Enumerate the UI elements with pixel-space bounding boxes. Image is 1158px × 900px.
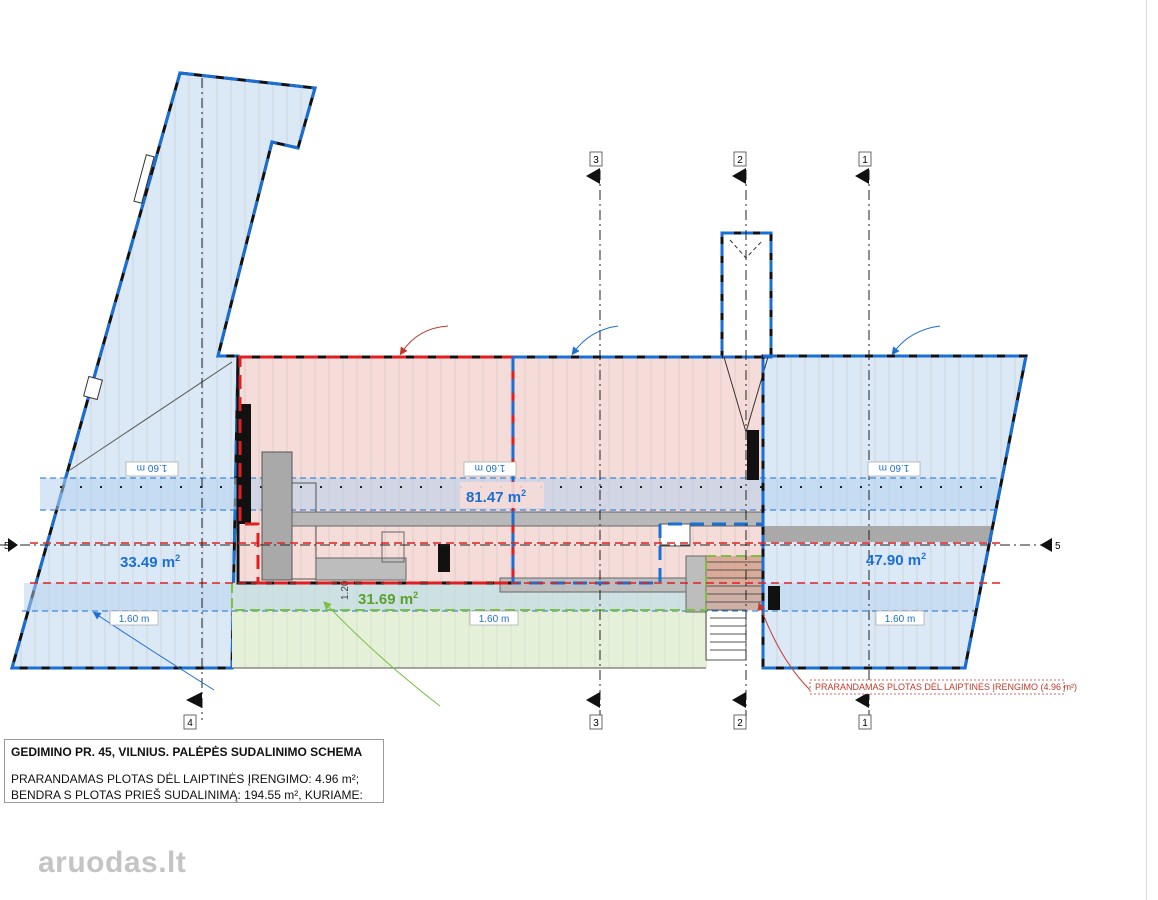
direction-arrows: [92, 325, 941, 707]
axis-top-3: 3: [593, 155, 599, 166]
zone-center-right: [513, 357, 763, 583]
dim-bottom-left: 1.60 m: [119, 614, 150, 625]
axis-top-1: 1: [862, 155, 868, 166]
axis-right-5: 5: [1055, 541, 1061, 552]
axis-labels: 3 2 1 4 3 2 1 5 5: [4, 151, 1061, 730]
axis-top-2: 2: [737, 155, 743, 166]
dim-top-left: 1.60 m: [137, 462, 168, 473]
watermark-logo: aruodas.lt: [38, 846, 187, 879]
dim-top-center: 1.60 m: [475, 462, 506, 473]
title-line-1: PRARANDAMAS PLOTAS DĖL LAIPTINĖS ĮRENGIM…: [11, 772, 360, 786]
zone-left-wing: [10, 71, 317, 670]
area-label-33: 33.49 m2: [120, 553, 180, 571]
title-line-2: BENDRA S PLOTAS PRIEŠ SUDALINIMĄ: 194.55…: [11, 788, 363, 802]
axis-bottom-3: 3: [593, 718, 599, 729]
section-axes: [0, 78, 1050, 720]
dim-top-right: 1.60 m: [879, 462, 910, 473]
title-block: GEDIMINO PR. 45, VILNIUS. PALĖPĖS SUDALI…: [4, 739, 384, 803]
dim-bottom-center: 1.60 m: [479, 614, 510, 625]
stair-note-text: PRARANDAMAS PLOTAS DĖL LAIPTINĖS ĮRENGIM…: [815, 682, 1077, 692]
axis-bottom-1: 1: [862, 718, 868, 729]
page-edge: [1146, 0, 1147, 900]
outline-center-blue: [511, 357, 763, 585]
axis-left-5: 5: [4, 541, 10, 552]
dim-bottom-right: 1.60 m: [885, 614, 916, 625]
band-lower: [24, 583, 974, 611]
outline-green-zone: [231, 555, 762, 611]
dimension-labels: 1.60 m 1.60 m 1.60 m 1.60 m 1.60 m 1.60 …: [109, 461, 925, 626]
axis-markers: [8, 168, 1052, 708]
area-label-81: 81.47 m2: [466, 488, 526, 506]
stair-area-note: PRARANDAMAS PLOTAS DĖL LAIPTINĖS ĮRENGIM…: [809, 679, 1077, 695]
area-label-31: 31.69 m2: [358, 590, 418, 608]
title-text: GEDIMINO PR. 45, VILNIUS. PALĖPĖS SUDALI…: [11, 745, 363, 759]
axis-bottom-2: 2: [737, 718, 743, 729]
axis-bottom-4: 4: [187, 718, 193, 729]
dim-vertical: 1.20: [340, 580, 351, 600]
corridor-structure: [261, 451, 992, 613]
area-label-47: 47.90 m2: [866, 551, 926, 569]
area-labels: 81.47 m2 33.49 m2 31.69 m2 47.90 m2: [120, 482, 926, 608]
staircase: [705, 556, 762, 661]
